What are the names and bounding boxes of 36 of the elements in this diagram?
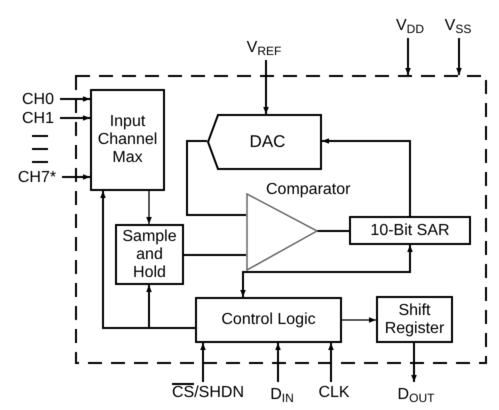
arrow: [100, 191, 195, 329]
arrow: [263, 60, 269, 114]
arrow: [60, 96, 90, 102]
pin-label: CLK: [314, 382, 354, 404]
arrow: [411, 343, 417, 382]
arrow: [200, 343, 206, 382]
dac-block: DAC: [207, 114, 322, 170]
pin-label: CH1: [16, 109, 60, 128]
arrow: [146, 191, 152, 224]
block-box: Control Logic: [195, 297, 342, 343]
pin-label: D$_{IN}$: [266, 382, 298, 408]
block-box: 10-Bit SAR: [349, 216, 471, 245]
arrow: [405, 38, 411, 75]
arrow: [342, 317, 376, 323]
pin-label: CS/SHDN: [168, 382, 262, 404]
signal-line: [184, 254, 246, 256]
pin-label: CH7*: [12, 168, 62, 187]
chip-boundary: [75, 75, 487, 364]
pin-label: V$_{DD}$: [388, 13, 432, 38]
signal-line: [186, 140, 246, 216]
arrow: [275, 343, 281, 382]
pin-label: CH0: [16, 90, 60, 109]
arrow: [240, 245, 413, 297]
arrow: [60, 115, 90, 121]
arrow: [62, 174, 90, 180]
comparator-label: Comparator: [266, 181, 350, 199]
pin-label: D$_{OUT}$: [394, 382, 438, 408]
arrow: [322, 138, 411, 216]
pin-label: V$_{SS}$: [436, 13, 480, 38]
signal-line: [317, 230, 349, 232]
pin-label: V$_{REF}$: [236, 36, 292, 60]
block-box: Sample and Hold: [115, 224, 184, 285]
arrow: [328, 343, 334, 382]
block-box: Input Channel Max: [90, 89, 165, 191]
arrow: [456, 38, 462, 75]
block-box: Shift Register: [376, 296, 453, 343]
